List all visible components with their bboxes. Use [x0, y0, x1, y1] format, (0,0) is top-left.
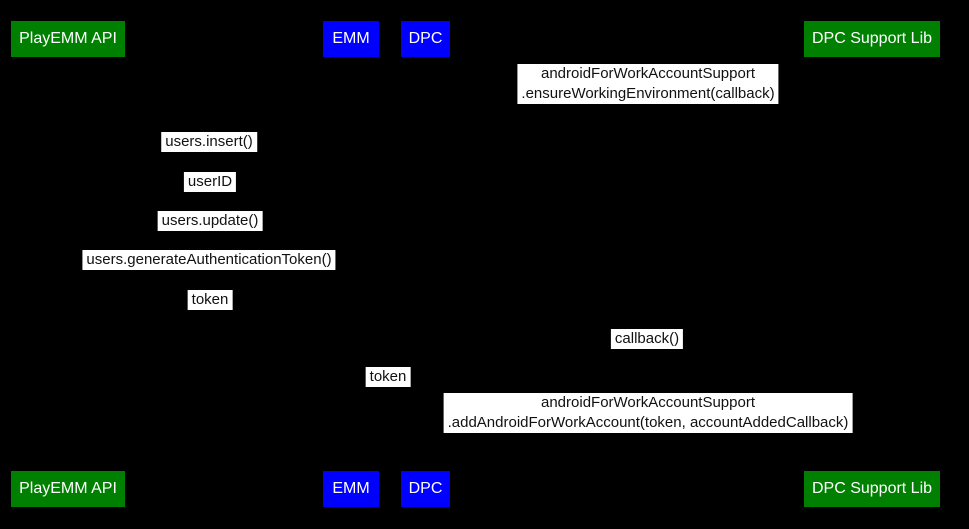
message-token-response: token	[187, 290, 233, 310]
participant-dpc-top: DPC	[401, 21, 450, 57]
message-user-id: userID	[183, 172, 237, 192]
message-line: users.insert()	[165, 133, 253, 150]
message-users-update: users.update()	[157, 211, 263, 231]
message-line: users.generateAuthenticationToken()	[86, 251, 332, 268]
participant-dpc-bottom: DPC	[401, 471, 450, 507]
participant-playemm-api-bottom: PlayEMM API	[11, 471, 125, 507]
message-line: .addAndroidForWorkAccount(token, account…	[447, 414, 849, 431]
message-line: androidForWorkAccountSupport	[541, 394, 755, 411]
message-line: users.update()	[161, 212, 259, 229]
participant-emm-top: EMM	[323, 21, 379, 57]
message-callback: callback()	[610, 329, 684, 349]
participant-dpc-support-lib-top: DPC Support Lib	[804, 21, 940, 57]
message-users-generate-authentication-token: users.generateAuthenticationToken()	[82, 250, 336, 270]
participant-dpc-support-lib-bottom: DPC Support Lib	[804, 471, 940, 507]
message-line: androidForWorkAccountSupport	[540, 65, 755, 82]
message-token-forward: token	[365, 367, 411, 387]
participant-playemm-api-top: PlayEMM API	[11, 21, 125, 57]
message-line: userID	[187, 173, 233, 190]
message-line: callback()	[614, 330, 680, 347]
message-line: token	[369, 368, 407, 385]
message-ensure-working-environment: androidForWorkAccountSupport .ensureWork…	[517, 64, 779, 104]
message-users-insert: users.insert()	[161, 132, 257, 152]
message-line: token	[191, 291, 229, 308]
participant-emm-bottom: EMM	[323, 471, 379, 507]
message-line: .ensureWorkingEnvironment(callback)	[521, 85, 775, 102]
message-add-android-for-work-account: androidForWorkAccountSupport .addAndroid…	[443, 393, 853, 433]
